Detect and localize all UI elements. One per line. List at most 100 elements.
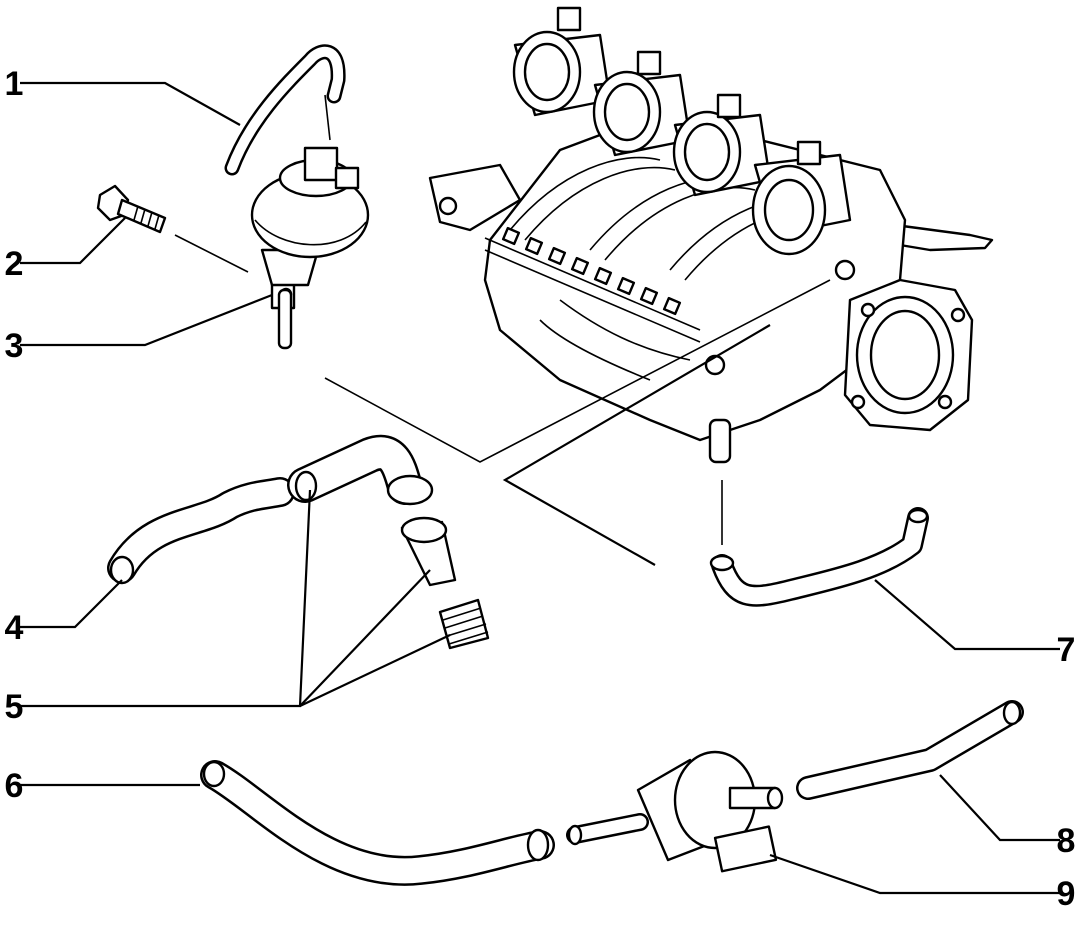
assembly-line-hose1 (324, 94, 331, 141)
manifold-port-rail (484, 237, 701, 331)
flange-bolt (950, 307, 966, 323)
part-4-hose (107, 477, 295, 585)
manifold-port (616, 276, 636, 296)
callout-6: 6 (5, 767, 24, 805)
runner-clamp (556, 6, 582, 32)
runner-clamp (796, 140, 822, 166)
part-8-hose (796, 700, 1024, 800)
spring-body (438, 598, 490, 650)
flange-bore (869, 309, 941, 401)
valve-inlet (568, 815, 647, 842)
hose-end (202, 760, 226, 788)
runner-bore (603, 82, 651, 142)
intake-manifold (428, 6, 994, 464)
manifold-port-rail (484, 249, 701, 343)
leader-8 (939, 774, 1060, 842)
flange-bolt (850, 394, 866, 410)
spring-coils (439, 599, 489, 645)
leader-3 (20, 293, 273, 347)
manifold-rib (604, 186, 756, 261)
runner-bore (683, 122, 731, 182)
runner-clamp (636, 50, 662, 76)
manifold-runner-1 (512, 6, 612, 117)
bolt-shank (116, 198, 167, 234)
leader-5b (299, 569, 431, 707)
manifold-left-bolt (438, 196, 458, 216)
valve-plug (334, 166, 360, 190)
runner-bore (763, 178, 815, 242)
manifold-port-row (484, 226, 701, 343)
leader-1 (20, 81, 241, 126)
elbow-body (289, 437, 421, 503)
hose-end (907, 508, 929, 524)
manifold-nipple (704, 354, 726, 376)
part-7-hose (709, 507, 929, 607)
manifold-nipple (834, 259, 856, 281)
hose-end (709, 554, 735, 572)
manifold-port (662, 296, 682, 316)
part-1-vacuum-hose (224, 44, 346, 176)
manifold-runner-2 (592, 50, 692, 157)
hose-body (109, 479, 293, 581)
bolt-thread (133, 205, 160, 230)
manifold-rib (539, 319, 651, 381)
flange-bolt (860, 302, 876, 318)
manifold-port (501, 226, 521, 246)
leader-5c (299, 634, 451, 707)
hose-end (109, 555, 135, 585)
manifold-port (593, 266, 613, 286)
manifold-port (547, 246, 567, 266)
manifold-port (524, 236, 544, 256)
callout-8: 8 (1057, 822, 1076, 860)
valve-connector (303, 146, 339, 182)
inlet-end (567, 824, 583, 846)
callout-4: 4 (5, 609, 24, 647)
callout-3: 3 (5, 327, 24, 365)
runner-bore (523, 42, 571, 102)
manifold-runner-4 (751, 140, 852, 256)
callout-1: 1 (5, 65, 24, 103)
callout-numbers: 1 2 3 4 5 6 7 8 9 (5, 65, 1076, 913)
manifold-nipple-lower (708, 418, 732, 464)
valve-connector (713, 825, 778, 873)
leader-lines (20, 81, 1060, 895)
grommet-rim (400, 516, 448, 544)
leader-9 (769, 853, 1060, 895)
leader-7 (874, 579, 1060, 651)
manifold-runner-3 (672, 93, 772, 197)
elbow-flange (386, 474, 434, 506)
callout-2: 2 (5, 245, 24, 283)
assembly-line-elbow (502, 324, 771, 566)
hose-end (1002, 700, 1022, 726)
hose-body (798, 702, 1022, 798)
throttle-flange (843, 278, 974, 432)
valve-outlet-pipe (277, 288, 293, 350)
manifold-rib (559, 299, 691, 361)
manifold-rib (524, 166, 676, 241)
callout-7: 7 (1057, 631, 1076, 669)
spring (438, 598, 490, 650)
hose-body (713, 509, 927, 605)
elbow-end (294, 470, 318, 502)
manifold-port (570, 256, 590, 276)
assembly-line-bolt (174, 234, 249, 273)
callout-5: 5 (5, 688, 24, 726)
part-2-bolt (96, 184, 167, 234)
outlet-end (766, 786, 784, 810)
part-9-purge-valve (566, 750, 784, 873)
hose-body (227, 46, 344, 173)
part-6-long-hose (200, 760, 555, 886)
manifold-port (639, 286, 659, 306)
leader-4 (20, 579, 123, 629)
hose-end (526, 828, 550, 862)
assembly-line-valve (324, 279, 831, 463)
manifold-rib (509, 156, 661, 231)
flange-bolt (937, 394, 953, 410)
manifold-right-tab (893, 223, 994, 252)
part-3-solenoid-valve (250, 146, 370, 350)
leader-2 (20, 217, 126, 265)
valve-seam (254, 219, 367, 246)
part-5-elbow-assembly (287, 434, 490, 650)
